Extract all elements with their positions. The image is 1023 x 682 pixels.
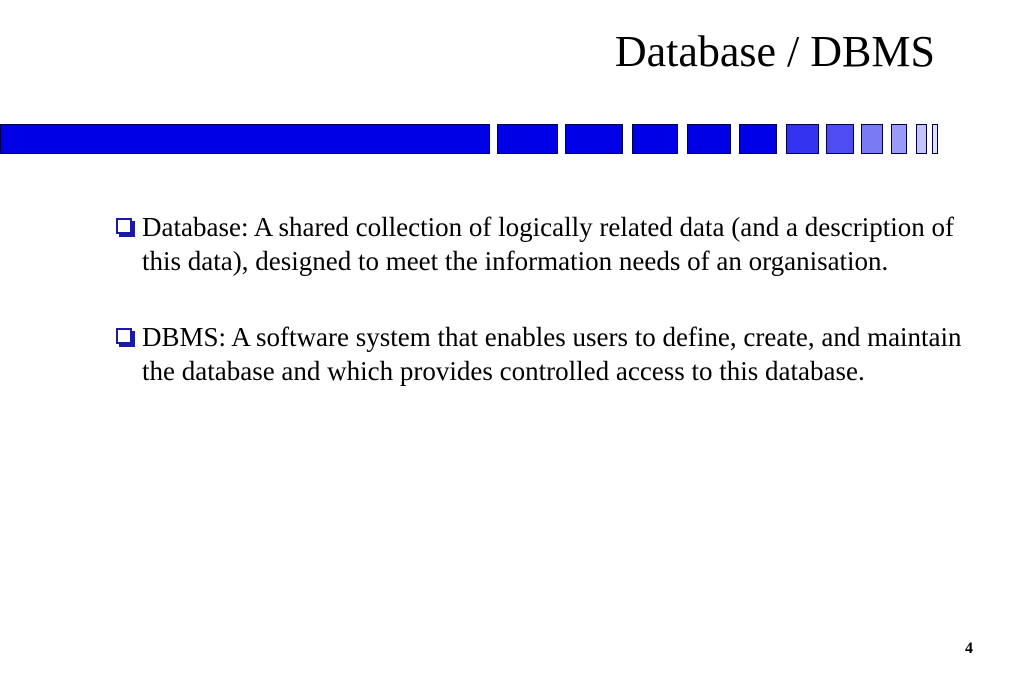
decorative-bar-7	[786, 124, 819, 154]
page-number: 4	[965, 640, 973, 657]
decorative-bar-3	[565, 124, 623, 154]
decorative-bar-11	[916, 124, 927, 154]
bullet-text: DBMS: A software system that enables use…	[142, 322, 962, 386]
decorative-bar-9	[861, 124, 883, 154]
decorative-bar-8	[826, 124, 854, 154]
decorative-bar-4	[632, 124, 678, 154]
decorative-bar-12	[932, 124, 938, 154]
bullet-text: Database: A shared collection of logical…	[142, 212, 954, 276]
decorative-bar-1	[0, 124, 490, 154]
bullet-item-database: Database: A shared collection of logical…	[116, 210, 966, 278]
slide-title: Database / DBMS	[614, 27, 935, 76]
decorative-bar-6	[739, 124, 777, 154]
decorative-bar-5	[687, 124, 731, 154]
bullet-item-dbms: DBMS: A software system that enables use…	[116, 320, 966, 388]
checkbox-bullet-icon	[116, 328, 132, 344]
decorative-bar-10	[891, 124, 907, 154]
decorative-bar-2	[497, 124, 558, 154]
bullet-list: Database: A shared collection of logical…	[116, 210, 966, 430]
checkbox-bullet-icon	[116, 218, 132, 234]
